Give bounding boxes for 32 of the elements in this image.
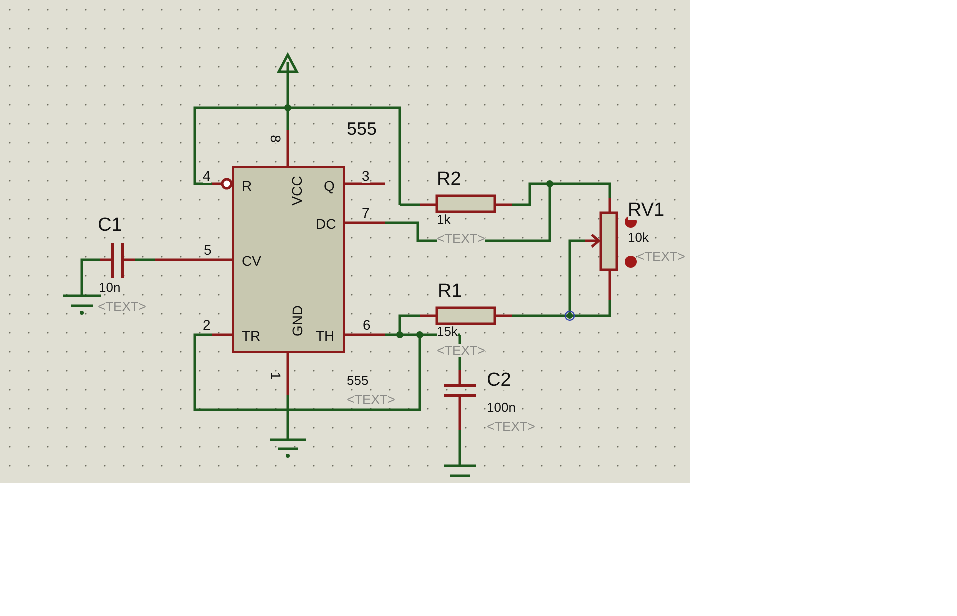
- component-label: C2: [487, 371, 512, 390]
- component-label: 1k: [437, 213, 451, 226]
- component-label: 4: [203, 169, 211, 183]
- pin-name: CV: [242, 254, 262, 268]
- component-label: 8: [268, 135, 283, 143]
- component-label: 15k: [437, 325, 458, 338]
- component-label: 7: [362, 206, 370, 220]
- component-label: 1: [268, 372, 283, 380]
- pin-name: Q: [324, 179, 335, 193]
- placeholder-text: <TEXT>: [437, 344, 486, 357]
- pin-name: GND: [290, 305, 305, 337]
- component-label: 2: [203, 318, 211, 332]
- component-label: 555: [347, 120, 378, 138]
- placeholder-text: <TEXT>: [347, 393, 396, 406]
- component-label: 6: [363, 318, 371, 332]
- placeholder-text: <TEXT>: [487, 420, 536, 433]
- component-label: 10n: [99, 281, 121, 294]
- component-label: 3: [362, 169, 370, 183]
- component-label: RV1: [628, 201, 665, 220]
- ic-chip: [232, 166, 345, 353]
- component-label: 5: [204, 243, 212, 257]
- pin-name: DC: [316, 217, 336, 231]
- placeholder-text: <TEXT>: [437, 232, 486, 245]
- placeholder-text: <TEXT>: [98, 300, 146, 313]
- component-label: 100n: [487, 401, 516, 414]
- component-label: 10k: [628, 231, 649, 244]
- pin-name: VCC: [290, 176, 304, 206]
- component-label: 555: [347, 374, 369, 387]
- pin-name: TR: [242, 329, 261, 343]
- pin-name: TH: [316, 329, 335, 343]
- placeholder-text: <TEXT>: [637, 250, 686, 263]
- pin-name: R: [242, 179, 252, 193]
